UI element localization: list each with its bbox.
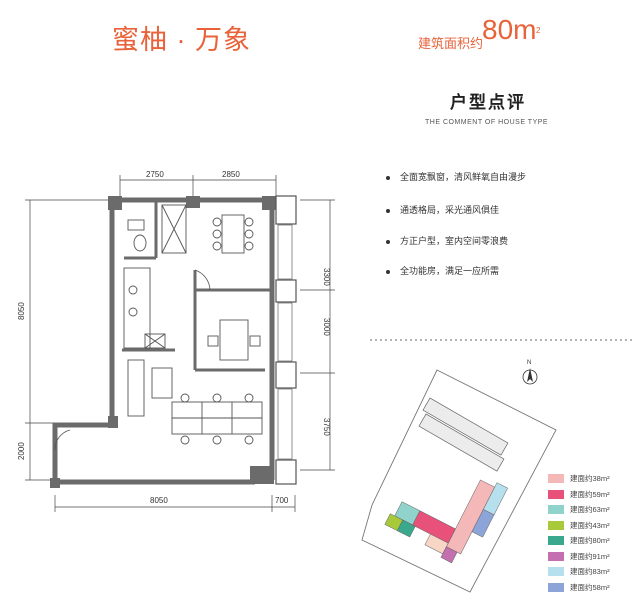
north-arrow-icon: N (522, 360, 538, 385)
bullet-dot-icon (386, 269, 390, 274)
legend-label: 建面约63m² (570, 505, 610, 514)
dim-right-1: 3300 (322, 268, 331, 286)
legend-swatch (548, 489, 564, 499)
legend-label: 建面约59m² (570, 489, 610, 499)
window-glazing (277, 224, 293, 460)
bullet-dot-icon (386, 175, 390, 180)
area-label: 建筑面积约 (418, 36, 484, 51)
dim-top-left: 2750 (146, 170, 164, 179)
legend-label: 建面约43m² (570, 520, 610, 530)
legend-swatch (548, 582, 564, 592)
dim-bottom-main: 8050 (150, 496, 168, 505)
dim-right-3: 3750 (322, 418, 331, 436)
legend-swatch (548, 567, 564, 576)
interior-walls (122, 200, 272, 372)
dim-bottom-right: 700 (275, 496, 289, 505)
middle-room-furniture (207, 319, 261, 361)
project-name: 蜜柚 · 万象 (112, 25, 251, 55)
dim-left-lower: 2000 (17, 442, 26, 460)
site-plan-map (361, 369, 557, 593)
area-value: 80m (482, 14, 537, 45)
dim-right-2: 3000 (322, 318, 331, 336)
comment-point: 通透格局，采光通风俱佳 (386, 203, 499, 216)
legend-label: 建面约83m² (570, 567, 610, 576)
bullet-dot-icon (386, 208, 390, 213)
comment-point: 方正户型，室内空间零浪费 (386, 234, 508, 247)
legend-label: 建面约91m² (570, 551, 610, 561)
legend-swatch (548, 474, 564, 483)
office-desks (171, 393, 263, 445)
comment-title: 户型点评 (450, 93, 526, 112)
legend-label: 建面约80m² (570, 536, 610, 545)
area-unit-superscript: 2 (536, 26, 541, 35)
wall-columns (50, 196, 276, 488)
legend-label: 建面约58m² (570, 582, 610, 592)
dimension-lines (25, 175, 335, 512)
legend-label: 建面约38m² (570, 474, 610, 483)
svg-text:N: N (527, 360, 531, 366)
kitchen-fixtures (123, 267, 166, 349)
bullet-dot-icon (386, 239, 390, 244)
comment-point: 全面宽飘窗，清风鲜氧自由漫步 (386, 170, 526, 183)
bathroom-fixtures (127, 204, 187, 254)
dining-table (212, 214, 254, 254)
door-swings (54, 269, 211, 451)
dim-top-right: 2850 (222, 170, 240, 179)
legend-swatch (548, 505, 564, 514)
legend-swatch (548, 551, 564, 561)
bay-windows (275, 195, 297, 485)
sofa (127, 359, 173, 417)
comment-point: 全功能房，满足一应所需 (386, 264, 499, 277)
legend-swatch (548, 520, 564, 530)
dim-left-upper: 8050 (17, 302, 26, 320)
legend-swatch (548, 536, 564, 545)
outer-walls (52, 197, 275, 485)
comment-subtitle: THE COMMENT OF HOUSE TYPE (425, 119, 549, 126)
